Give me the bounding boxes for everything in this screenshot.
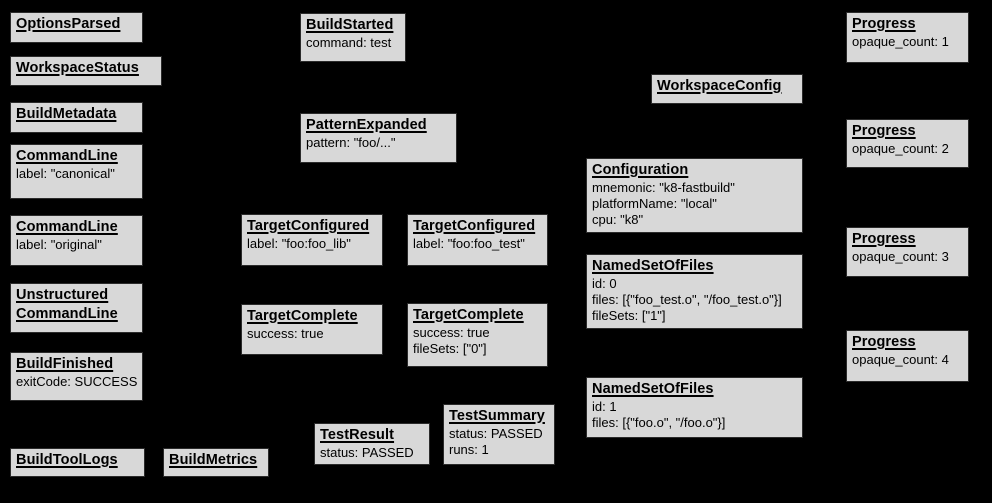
event-title: BuildMetadata xyxy=(16,106,117,122)
event-attribute: opaque_count: 4 xyxy=(852,352,949,367)
event-attribute: pattern: "foo/..." xyxy=(306,135,396,150)
event-attribute: fileSets: ["0"] xyxy=(413,341,487,356)
event-box-unstructured-command-line: Unstructured CommandLine xyxy=(10,283,143,333)
event-title: TargetConfigured xyxy=(247,218,370,234)
event-attribute: id: 0 xyxy=(592,276,617,291)
event-attributes: label: "original" xyxy=(16,237,137,253)
event-attribute: label: "canonical" xyxy=(16,166,115,181)
event-title: TargetComplete xyxy=(413,307,524,323)
event-title: TargetConfigured xyxy=(413,218,536,234)
event-attribute: opaque_count: 2 xyxy=(852,141,949,156)
event-title: Progress xyxy=(852,231,916,247)
event-attribute: opaque_count: 3 xyxy=(852,249,949,264)
event-attribute: status: PASSED xyxy=(449,426,543,441)
event-box-workspace-status: WorkspaceStatus xyxy=(10,56,162,86)
event-box-target-configured-foo-test: TargetConfigured label: "foo:foo_test" xyxy=(407,214,548,266)
event-attribute: exitCode: SUCCESS xyxy=(16,374,138,389)
event-attribute: runs: 1 xyxy=(449,442,489,457)
event-attributes: opaque_count: 1 xyxy=(852,34,963,50)
event-title: BuildToolLogs xyxy=(16,452,118,468)
event-attribute: fileSets: ["1"] xyxy=(592,308,666,323)
event-attribute: label: "foo:foo_lib" xyxy=(247,236,351,251)
event-box-test-result: TestResult status: PASSED xyxy=(314,423,430,465)
event-attribute: cpu: "k8" xyxy=(592,212,644,227)
event-title: WorkspaceStatus xyxy=(16,60,139,76)
event-attribute: success: true xyxy=(413,325,490,340)
event-title: Progress xyxy=(852,16,916,32)
event-attribute: success: true xyxy=(247,326,324,341)
event-box-build-metrics: BuildMetrics xyxy=(163,448,269,477)
event-attribute: platformName: "local" xyxy=(592,196,717,211)
event-title: BuildFinished xyxy=(16,356,114,372)
event-title: WorkspaceConfig xyxy=(657,78,782,94)
event-box-configuration: Configuration mnemonic: "k8-fastbuild"pl… xyxy=(586,158,803,233)
event-title: TargetComplete xyxy=(247,308,358,324)
event-title: BuildMetrics xyxy=(169,452,258,468)
event-attributes: opaque_count: 3 xyxy=(852,249,963,265)
event-box-progress-4: Progress opaque_count: 4 xyxy=(846,330,969,382)
event-box-command-line-canonical: CommandLine label: "canonical" xyxy=(10,144,143,199)
event-box-build-started: BuildStarted command: test xyxy=(300,13,406,62)
event-attributes: opaque_count: 2 xyxy=(852,141,963,157)
event-box-workspace-config: WorkspaceConfig xyxy=(651,74,803,104)
event-title: CommandLine xyxy=(16,148,118,164)
event-box-progress-3: Progress opaque_count: 3 xyxy=(846,227,969,277)
event-attributes: command: test xyxy=(306,35,400,51)
event-title: Progress xyxy=(852,334,916,350)
event-title: Unstructured CommandLine xyxy=(16,287,118,322)
event-title: Configuration xyxy=(592,162,689,178)
event-box-build-tool-logs: BuildToolLogs xyxy=(10,448,145,477)
event-attribute: opaque_count: 1 xyxy=(852,34,949,49)
event-attributes: label: "foo:foo_test" xyxy=(413,236,542,252)
event-attributes: mnemonic: "k8-fastbuild"platformName: "l… xyxy=(592,180,797,228)
event-box-build-finished: BuildFinished exitCode: SUCCESS xyxy=(10,352,143,401)
event-title: PatternExpanded xyxy=(306,117,427,133)
event-attribute: status: PASSED xyxy=(320,445,414,460)
event-title: TestSummary xyxy=(449,408,545,424)
event-box-pattern-expanded: PatternExpanded pattern: "foo/..." xyxy=(300,113,457,163)
event-title: CommandLine xyxy=(16,219,118,235)
event-attributes: pattern: "foo/..." xyxy=(306,135,451,151)
event-attributes: label: "foo:foo_lib" xyxy=(247,236,377,252)
event-attribute: command: test xyxy=(306,35,392,50)
event-attributes: status: PASSED xyxy=(320,445,424,461)
event-box-target-configured-foo-lib: TargetConfigured label: "foo:foo_lib" xyxy=(241,214,383,266)
event-box-build-metadata: BuildMetadata xyxy=(10,102,143,133)
event-box-options-parsed: OptionsParsed xyxy=(10,12,143,43)
event-title: BuildStarted xyxy=(306,17,394,33)
event-attributes: success: true xyxy=(247,326,377,342)
event-title: NamedSetOfFiles xyxy=(592,381,714,397)
event-attribute: files: [{"foo_test.o", "/foo_test.o"}] xyxy=(592,292,782,307)
event-attribute: mnemonic: "k8-fastbuild" xyxy=(592,180,735,195)
event-attribute: files: [{"foo.o", "/foo.o"}] xyxy=(592,415,726,430)
event-title: TestResult xyxy=(320,427,395,443)
event-title: OptionsParsed xyxy=(16,16,121,32)
event-attributes: exitCode: SUCCESS xyxy=(16,374,137,390)
event-attributes: label: "canonical" xyxy=(16,166,137,182)
event-box-progress-1: Progress opaque_count: 1 xyxy=(846,12,969,63)
event-attribute: label: "foo:foo_test" xyxy=(413,236,525,251)
event-attributes: opaque_count: 4 xyxy=(852,352,963,368)
event-title: NamedSetOfFiles xyxy=(592,258,714,274)
event-box-command-line-original: CommandLine label: "original" xyxy=(10,215,143,266)
event-attribute: id: 1 xyxy=(592,399,617,414)
event-attribute: label: "original" xyxy=(16,237,102,252)
event-title: Progress xyxy=(852,123,916,139)
event-box-target-complete-foo-lib: TargetComplete success: true xyxy=(241,304,383,355)
event-box-progress-2: Progress opaque_count: 2 xyxy=(846,119,969,168)
